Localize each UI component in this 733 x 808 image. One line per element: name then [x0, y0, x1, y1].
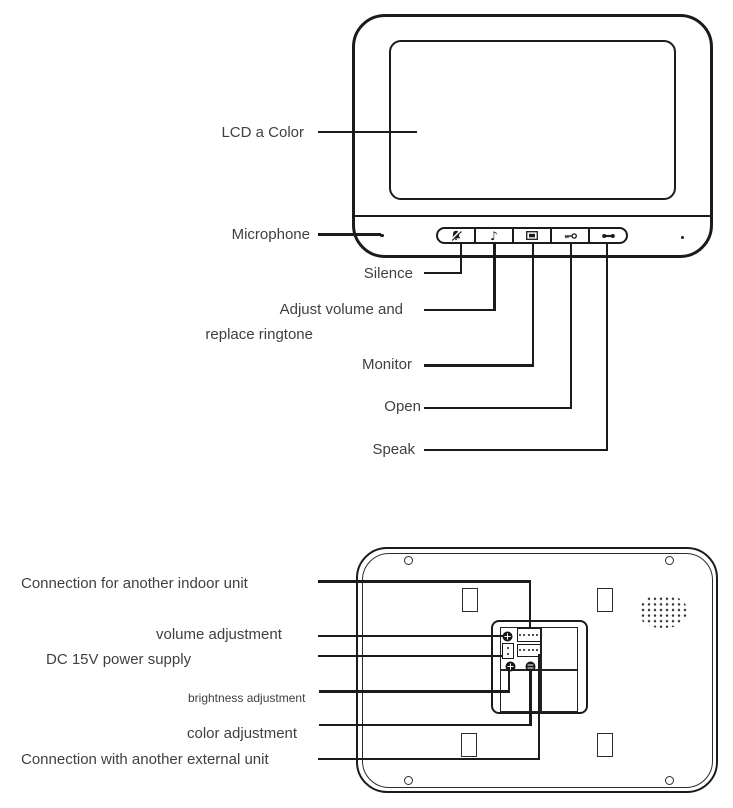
callout-line-open: [569, 243, 572, 409]
indoor-unit-back-inner-outline: [361, 552, 713, 788]
label-adjust-volume-line2: replace ringtone: [205, 326, 313, 343]
callout-line-indoor-unit: [528, 580, 531, 629]
callout-line-monitor: [424, 364, 534, 367]
button-silence: [438, 229, 476, 242]
front-panel-divider: [355, 214, 710, 217]
label-adjust-volume-line1: Adjust volume and: [279, 301, 403, 318]
color-knob: [525, 661, 536, 671]
microphone-hole-dot: [380, 233, 384, 237]
screw-hole: [664, 555, 674, 565]
button-bar: ♪: [436, 227, 628, 244]
callout-line-open: [424, 406, 572, 409]
callout-line-silence: [459, 243, 462, 274]
callout-line-speak: [605, 243, 608, 451]
brightness-knob: [505, 661, 515, 671]
handset-icon: [601, 233, 615, 238]
callout-line-microphone: [318, 233, 381, 236]
callout-line-brightness: [319, 690, 510, 693]
callout-line-speak: [424, 448, 608, 451]
mounting-slot: [462, 588, 478, 612]
label-external-unit-connection: Connection with another external unit: [21, 751, 269, 768]
callout-line-external-unit: [318, 757, 540, 760]
button-open: [552, 229, 590, 242]
label-speak: Speak: [372, 441, 415, 458]
callout-line-lcd: [318, 130, 417, 133]
mounting-slot: [597, 733, 613, 757]
callout-line-adjust-volume: [424, 308, 496, 311]
label-volume-adjustment: volume adjustment: [156, 626, 282, 643]
mounting-slot: [461, 733, 477, 757]
label-brightness-adjustment: brightness adjustment: [188, 691, 306, 705]
callout-line-indoor-unit: [318, 580, 531, 583]
callout-line-volume: [318, 634, 504, 637]
callout-line-silence: [424, 271, 462, 274]
callout-line-color: [319, 723, 532, 726]
screw-hole: [403, 555, 413, 565]
callout-line-adjust-volume: [493, 243, 496, 311]
callout-line-power: [318, 654, 503, 657]
button-speak: [590, 229, 626, 242]
power-connector: [502, 642, 514, 659]
callout-line-brightness: [507, 669, 510, 693]
label-microphone: Microphone: [231, 226, 310, 243]
label-power-supply: DC 15V power supply: [46, 651, 192, 668]
key-icon: [564, 232, 577, 239]
callout-line-monitor: [531, 243, 534, 367]
music-note-icon: ♪: [490, 228, 498, 243]
label-monitor: Monitor: [361, 356, 412, 373]
pinhole-dot: [680, 236, 684, 239]
button-monitor: [514, 229, 552, 242]
button-volume-ringtone: ♪: [476, 229, 514, 242]
indoor-unit-back-outline: [356, 547, 718, 793]
mounting-slot: [597, 588, 613, 612]
callout-line-external-unit: [537, 654, 540, 760]
screw-hole: [403, 775, 413, 785]
label-silence: Silence: [363, 265, 413, 282]
speaker-grille: [639, 595, 687, 628]
label-lcd: LCD a Color: [221, 124, 304, 141]
callout-line-color: [529, 669, 532, 726]
bell-slash-icon: [450, 230, 462, 241]
label-open: Open: [384, 398, 421, 415]
lcd-screen: [389, 40, 676, 200]
label-indoor-unit-connection: Connection for another indoor unit: [21, 575, 248, 592]
indoor-unit-connector: [516, 628, 541, 642]
external-unit-connector: [516, 644, 541, 657]
screw-hole: [664, 775, 674, 785]
volume-knob: [502, 631, 512, 641]
screen-icon: [526, 231, 538, 240]
label-color-adjustment: color adjustment: [187, 725, 298, 742]
